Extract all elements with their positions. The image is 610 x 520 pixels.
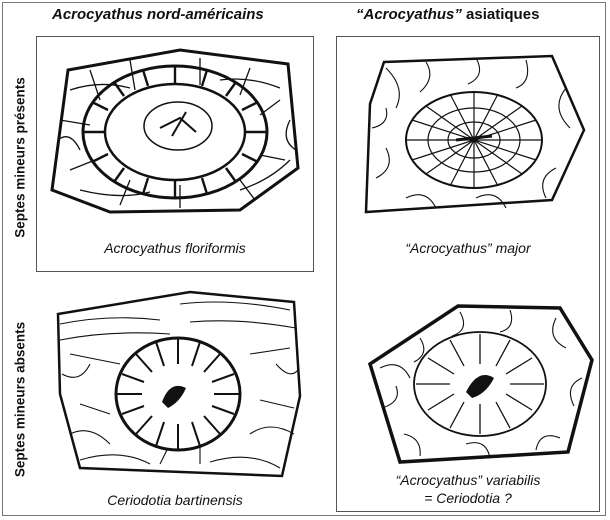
specimen-ceriodotia-bartinensis [50,284,306,482]
caption-ceriodotia-bartinensis: Ceriodotia bartinensis [36,492,314,508]
caption-ceriodotia-question: = Ceriodotia ? [336,490,600,506]
column-header-north-american: Acrocyathus nord-américains [52,6,264,23]
caption-acrocyathus-variabilis: “Acrocyathus” variabilis [336,472,600,488]
specimen-acrocyathus-floriformis [40,40,310,240]
row-label-minor-septa-absent: Septes mineurs absents [13,300,28,500]
column-header-asian-rest: asiatiques [462,6,540,23]
column-header-asian: “Acrocyathus” asiatiques [356,6,539,23]
caption-acrocyathus-major: “Acrocyathus” major [336,240,600,256]
caption-acrocyathus-floriformis: Acrocyathus floriformis [36,240,314,256]
specimen-acrocyathus-major [356,48,596,223]
specimen-acrocyathus-variabilis [360,298,600,470]
column-header-asian-genus: “Acrocyathus” [356,6,462,23]
row-label-minor-septa-present: Septes mineurs présents [13,58,28,258]
